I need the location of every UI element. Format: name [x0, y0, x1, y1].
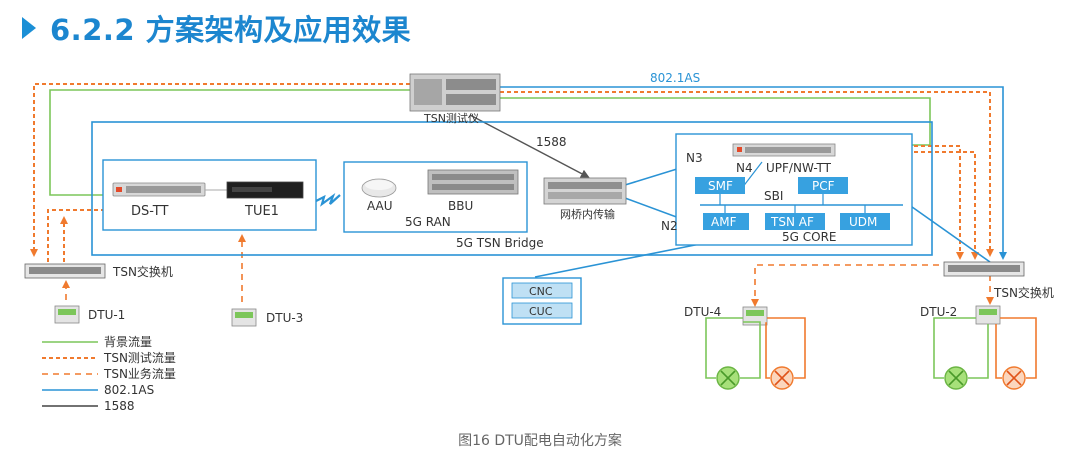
ds-tt-label: DS-TT — [131, 204, 168, 219]
ran-label: 5G RAN — [405, 215, 451, 229]
dtu2-label: DTU-2 — [920, 305, 957, 319]
bbu-label: BBU — [448, 199, 473, 213]
left-switch-icon — [24, 263, 106, 279]
cnc-box — [511, 282, 573, 299]
dtu4-orange-circuit — [767, 317, 806, 379]
cuc-label: CUC — [529, 305, 553, 318]
smf-box — [695, 177, 745, 194]
page-title: 6.2.2 方案架构及应用效果 — [50, 13, 412, 47]
wireless-link-icon — [315, 192, 341, 207]
legend-item-service: TSN业务流量 — [103, 366, 176, 381]
tsn-tester-label: TSN测试仪 — [423, 112, 479, 125]
dtu2-device-icon — [975, 305, 1001, 325]
pcf-box — [798, 177, 848, 194]
upf-device-icon — [732, 143, 836, 157]
dtu4-orange-circuit-return — [765, 322, 770, 379]
tsn-bridge-label: 5G TSN Bridge — [456, 236, 544, 250]
n4-label: N4 — [736, 161, 753, 175]
dtu4-green-lamp-icon — [716, 366, 740, 390]
tsn-bridge-box — [91, 121, 933, 256]
bbu-device-icon — [427, 169, 519, 195]
aau-device-icon — [361, 178, 397, 198]
tsn-af-label: TSN AF — [770, 215, 814, 229]
left-switch-label: TSN交换机 — [112, 264, 173, 279]
dtu1-device-icon — [54, 305, 80, 324]
dtu3-device-icon — [231, 308, 257, 327]
bridge-transport-device-icon — [543, 177, 627, 205]
right-switch-icon — [943, 261, 1025, 277]
legend-item-1588: 1588 — [104, 399, 135, 413]
n4-link — [741, 161, 763, 189]
dtu2-green-circuit — [933, 317, 976, 379]
ds-tt-device-icon — [112, 182, 206, 197]
core-label: 5G CORE — [782, 230, 837, 244]
orange-service-traffic-lines — [62, 234, 994, 307]
right-switch-label: TSN交换机 — [993, 285, 1054, 300]
tue1-device-icon — [226, 181, 304, 199]
heading-triangle-icon — [22, 17, 36, 39]
label-8021as-top: 802.1AS — [650, 71, 700, 85]
dtu2-orange-circuit — [1000, 317, 1037, 379]
udm-label: UDM — [849, 215, 877, 229]
legend-item-8021as: 802.1AS — [104, 383, 154, 397]
bridge-transport-label: 网桥内传输 — [560, 207, 615, 221]
dtu2-orange-lamp-icon — [1002, 366, 1026, 390]
dtu3-label: DTU-3 — [266, 311, 303, 325]
dtu2-orange-circuit-return — [995, 324, 1002, 379]
tsn-af-box — [765, 213, 825, 230]
figure-caption: 图16 DTU配电自动化方案 — [458, 433, 622, 449]
amf-label: AMF — [711, 215, 737, 229]
dtu2-green-lamp-icon — [944, 366, 968, 390]
dtu1-label: DTU-1 — [88, 308, 125, 322]
dtu4-label: DTU-4 — [684, 305, 721, 319]
sbi-label: SBI — [764, 189, 783, 203]
cnc-label: CNC — [529, 285, 553, 298]
legend-item-test: TSN测试流量 — [103, 350, 176, 365]
aau-label: AAU — [367, 199, 393, 213]
dtu4-device-icon — [742, 306, 768, 326]
dtu4-green-circuit-return — [740, 321, 761, 379]
amf-box — [703, 213, 749, 230]
tsn-tester-device-icon — [409, 73, 501, 112]
n3-label: N3 — [686, 151, 703, 165]
legend: 背景流量 TSN测试流量 TSN业务流量 802.1AS 1588 — [42, 335, 176, 413]
section-heading: 6.2.2 方案架构及应用效果 — [22, 8, 411, 48]
label-1588: 1588 — [536, 135, 567, 149]
dtu4-green-circuit — [705, 317, 743, 379]
pcf-label: PCF — [812, 179, 835, 193]
n2-label: N2 — [661, 219, 678, 233]
smf-label: SMF — [708, 179, 733, 193]
dtu2-green-circuit-return — [968, 324, 989, 379]
tue1-label: TUE1 — [244, 204, 279, 219]
architecture-diagram: 5G TSN Bridge DS-TT TUE1 AAU BBU 5G RAN … — [24, 71, 1054, 413]
line-1588 — [469, 114, 590, 178]
upf-label: UPF/NW-TT — [766, 161, 832, 175]
legend-item-background: 背景流量 — [104, 335, 152, 349]
dtu4-orange-lamp-icon — [770, 366, 794, 390]
cuc-box — [511, 302, 573, 319]
udm-box — [840, 213, 890, 230]
